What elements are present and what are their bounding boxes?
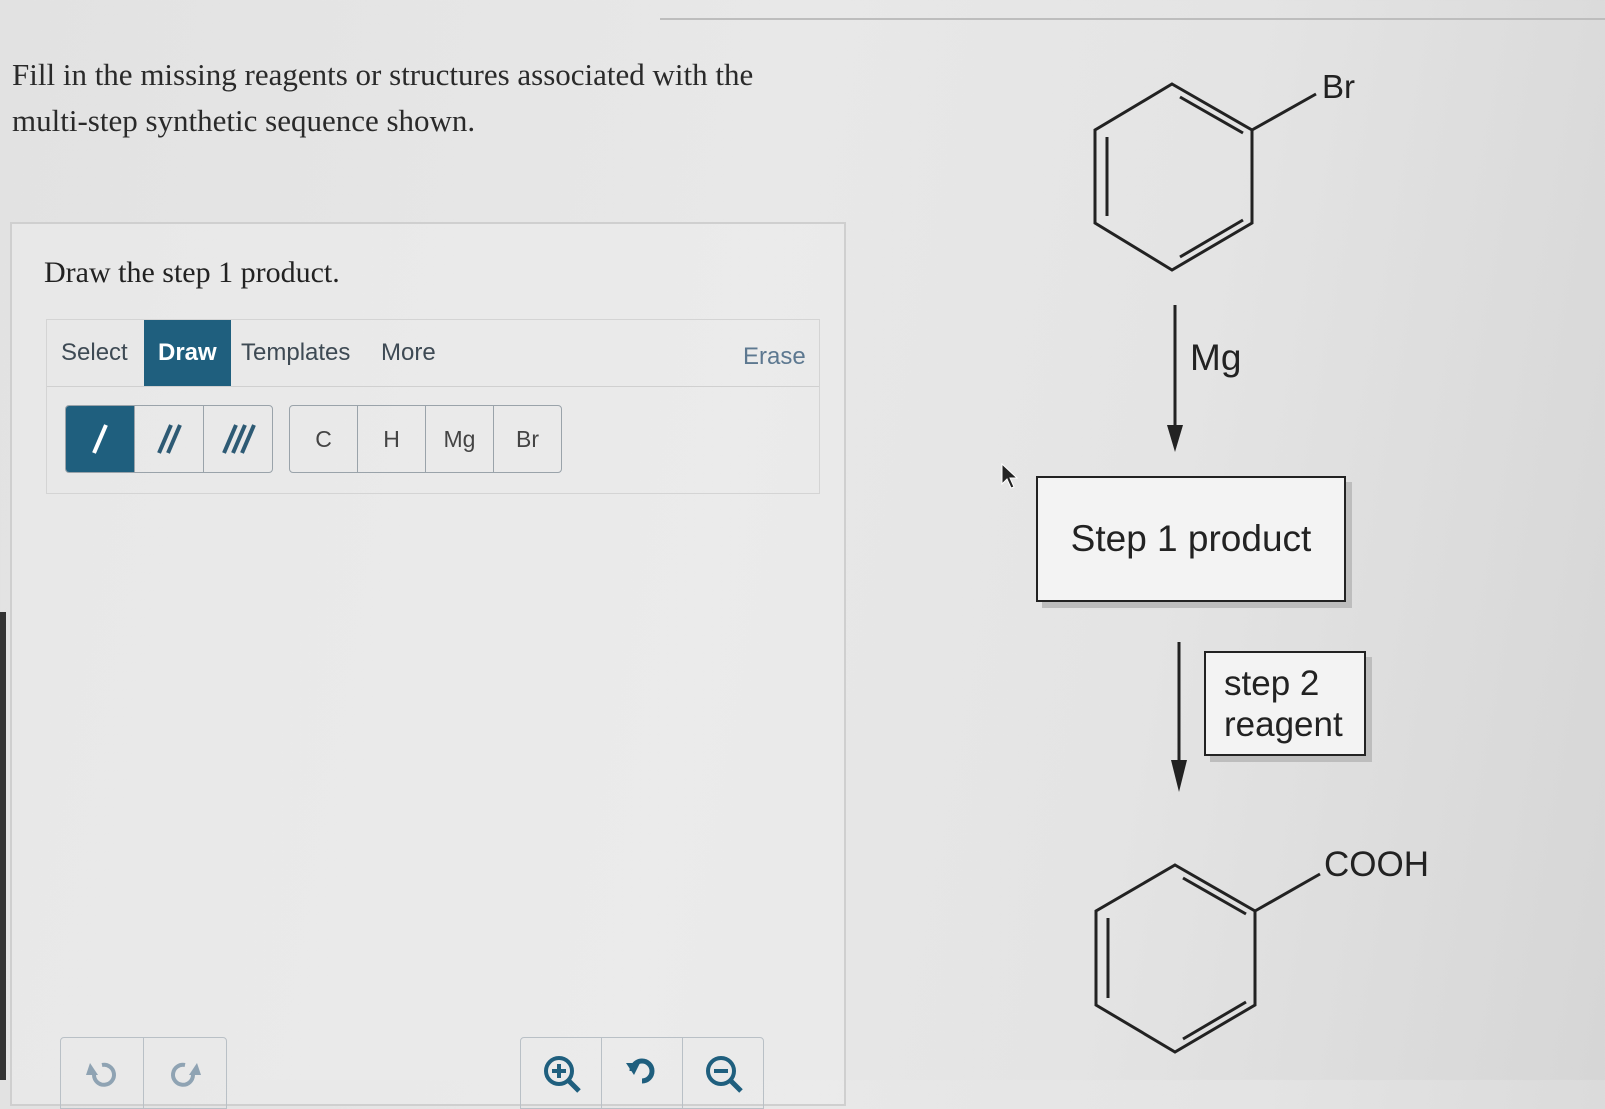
triple-bond-button[interactable]	[204, 406, 272, 472]
editor-tabbar: Select Draw Templates More Erase	[46, 319, 820, 387]
tab-more[interactable]: More	[381, 339, 436, 366]
zoom-in-button[interactable]	[521, 1038, 602, 1108]
single-bond-icon	[92, 424, 108, 454]
step2-reagent-box[interactable]: step 2 reagent	[1204, 651, 1366, 756]
step2-box-line-1: step 2	[1224, 664, 1320, 703]
redo-button[interactable]	[144, 1038, 226, 1108]
question-line-1: Fill in the missing reagents or structur…	[12, 57, 754, 92]
atom-mg-button[interactable]: Mg	[426, 406, 494, 472]
history-tool-group	[60, 1037, 227, 1109]
reset-icon	[626, 1058, 655, 1084]
single-bond-button[interactable]	[66, 406, 135, 472]
erase-button[interactable]: Erase	[743, 343, 806, 370]
atom-h-button[interactable]: H	[358, 406, 426, 472]
carboxyl-label: COOH	[1324, 845, 1429, 884]
reaction-arrow-2	[1171, 642, 1187, 792]
undo-button[interactable]	[61, 1038, 144, 1108]
tab-templates[interactable]: Templates	[241, 339, 351, 366]
zoom-in-icon	[544, 1056, 581, 1093]
drawing-panel: Draw the step 1 product. Select Draw Tem…	[10, 222, 846, 1109]
tab-select[interactable]: Select	[61, 339, 128, 366]
redo-icon	[171, 1062, 201, 1087]
zoom-out-icon	[706, 1056, 743, 1093]
step1-product-box[interactable]: Step 1 product	[1036, 476, 1346, 602]
benzoic-acid-structure	[1094, 863, 1321, 1054]
reset-view-button[interactable]	[602, 1038, 683, 1108]
double-bond-button[interactable]	[135, 406, 204, 472]
question-text: Fill in the missing reagents or structur…	[12, 52, 832, 144]
step2-box-line-2: reagent	[1224, 705, 1343, 744]
panel-title: Draw the step 1 product.	[44, 256, 340, 289]
triple-bond-icon	[222, 424, 256, 454]
double-bond-icon	[157, 424, 182, 454]
atom-tool-group: C H Mg Br	[289, 405, 562, 473]
reaction-arrow-1	[1167, 305, 1183, 452]
top-divider	[660, 18, 1605, 20]
bond-tool-group	[65, 405, 273, 473]
question-line-2: multi-step synthetic sequence shown.	[12, 103, 476, 138]
zoom-out-button[interactable]	[683, 1038, 763, 1108]
atom-br-button[interactable]: Br	[516, 425, 539, 452]
undo-icon	[86, 1062, 116, 1087]
bromine-label: Br	[1322, 68, 1355, 105]
bromobenzene-structure	[1093, 82, 1317, 272]
tool-row: C H Mg Br	[46, 385, 820, 494]
mouse-cursor-icon	[1001, 462, 1019, 489]
tab-draw[interactable]: Draw	[144, 320, 231, 386]
left-edge-strip	[0, 612, 6, 1080]
atom-c-button[interactable]: C	[290, 406, 358, 472]
zoom-tool-group	[520, 1037, 764, 1109]
step1-reagent-label: Mg	[1190, 337, 1242, 378]
